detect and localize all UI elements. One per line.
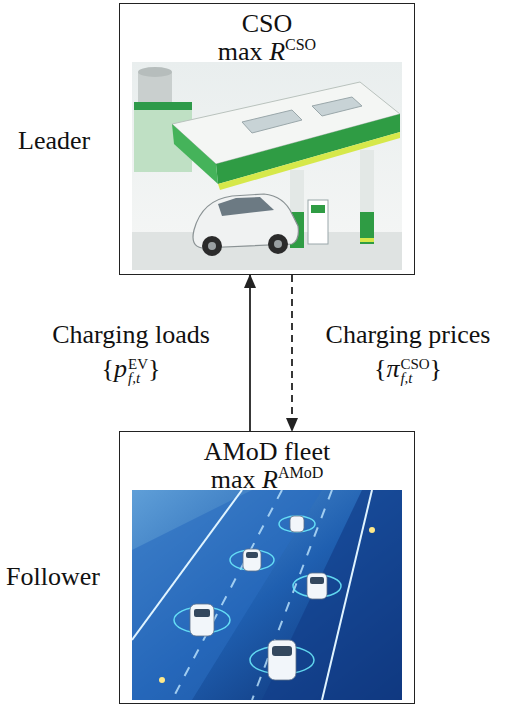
autonomous-fleet-illustration	[132, 490, 402, 700]
box-title: CSO	[120, 10, 414, 38]
price-arrow	[291, 275, 293, 431]
edge-label: Charging prices {πCSOf,t}	[298, 318, 518, 386]
edge-label: Charging loads {pEVf,t}	[18, 318, 244, 386]
role-label: Leader	[18, 126, 90, 156]
load-arrow	[249, 275, 251, 431]
role-label: Follower	[6, 562, 100, 592]
objective-text: max RAMoD	[120, 466, 414, 494]
objective-text: max RCSO	[120, 38, 414, 66]
charging-station-illustration	[132, 62, 402, 270]
leader-box: CSOmax RCSO	[119, 3, 415, 275]
box-title: AMoD fleet	[120, 438, 414, 466]
follower-box: AMoD fleetmax RAMoD	[119, 431, 415, 704]
